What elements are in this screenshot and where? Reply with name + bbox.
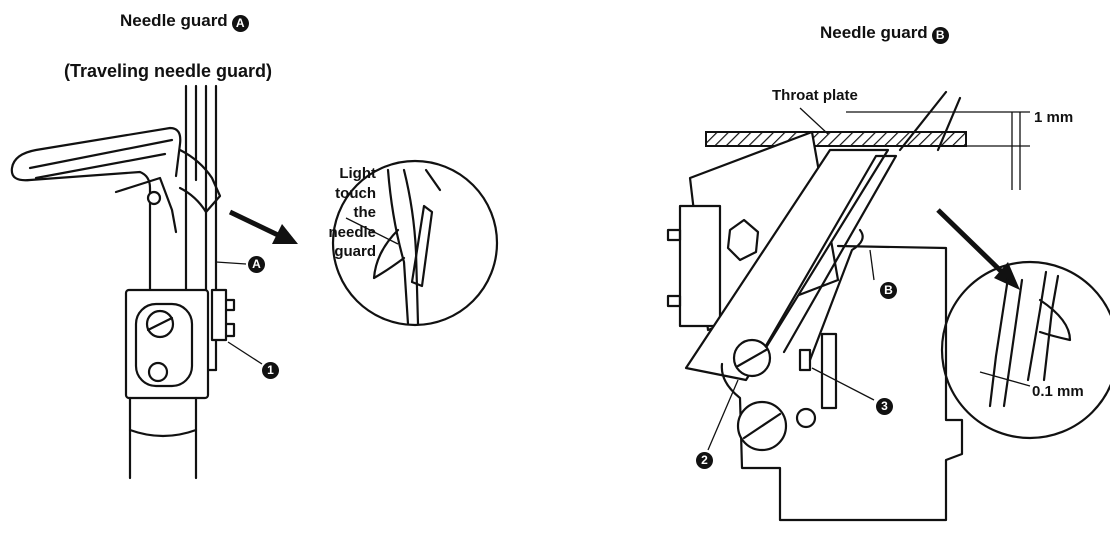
title-badge-b: B	[931, 27, 949, 44]
left-magnifier-circle	[331, 159, 499, 327]
part-a-badge: A	[248, 256, 265, 273]
left-figure-subtitle: (Traveling needle guard)	[64, 61, 273, 81]
left-needle-guard-drawing	[10, 84, 499, 480]
callout-line-2: touch	[335, 184, 376, 202]
leader-part-2	[707, 379, 739, 451]
needle-guard-b-part	[758, 154, 898, 410]
right-title-text: Needle guard	[820, 23, 928, 42]
leader-part-3	[811, 367, 875, 401]
gap-1mm-label: 1 mm	[1034, 109, 1074, 126]
leader-part-b	[869, 249, 875, 281]
leader-part-a	[215, 261, 247, 265]
leader-throat-plate	[799, 107, 829, 135]
left-magnify-arrow	[228, 209, 298, 244]
part-b-badge: B	[880, 282, 897, 299]
left-title-text: Needle guard	[120, 11, 228, 30]
part-1-badge: 1	[262, 362, 279, 379]
lower-frame	[720, 244, 964, 522]
part-2-badge: 2	[696, 452, 713, 469]
diagonal-looper-bar	[684, 148, 890, 382]
title-badge-a: A	[231, 15, 249, 32]
looper-pivot-dot	[146, 190, 162, 206]
callout-line-1: Light	[339, 165, 376, 182]
throat-plate	[705, 131, 967, 147]
callout-line-5: guard	[334, 243, 376, 260]
clearance-label: 0.1 mm	[1032, 383, 1084, 400]
light-touch-callout: Light touch the needle guard	[318, 165, 377, 261]
right-needle-guard-drawing	[666, 90, 1110, 522]
looper-arm	[10, 126, 222, 320]
needle-guard-holder	[124, 288, 210, 480]
callout-line-4: needle	[328, 223, 376, 241]
right-magnifier-circle	[940, 260, 1110, 440]
guard-plate	[210, 288, 236, 342]
throat-plate-label: Throat plate	[772, 87, 858, 104]
callout-line-3: the	[353, 204, 377, 221]
right-magnify-arrow	[936, 208, 1020, 290]
leader-part-1	[227, 341, 263, 365]
part-3-badge: 3	[876, 398, 893, 415]
